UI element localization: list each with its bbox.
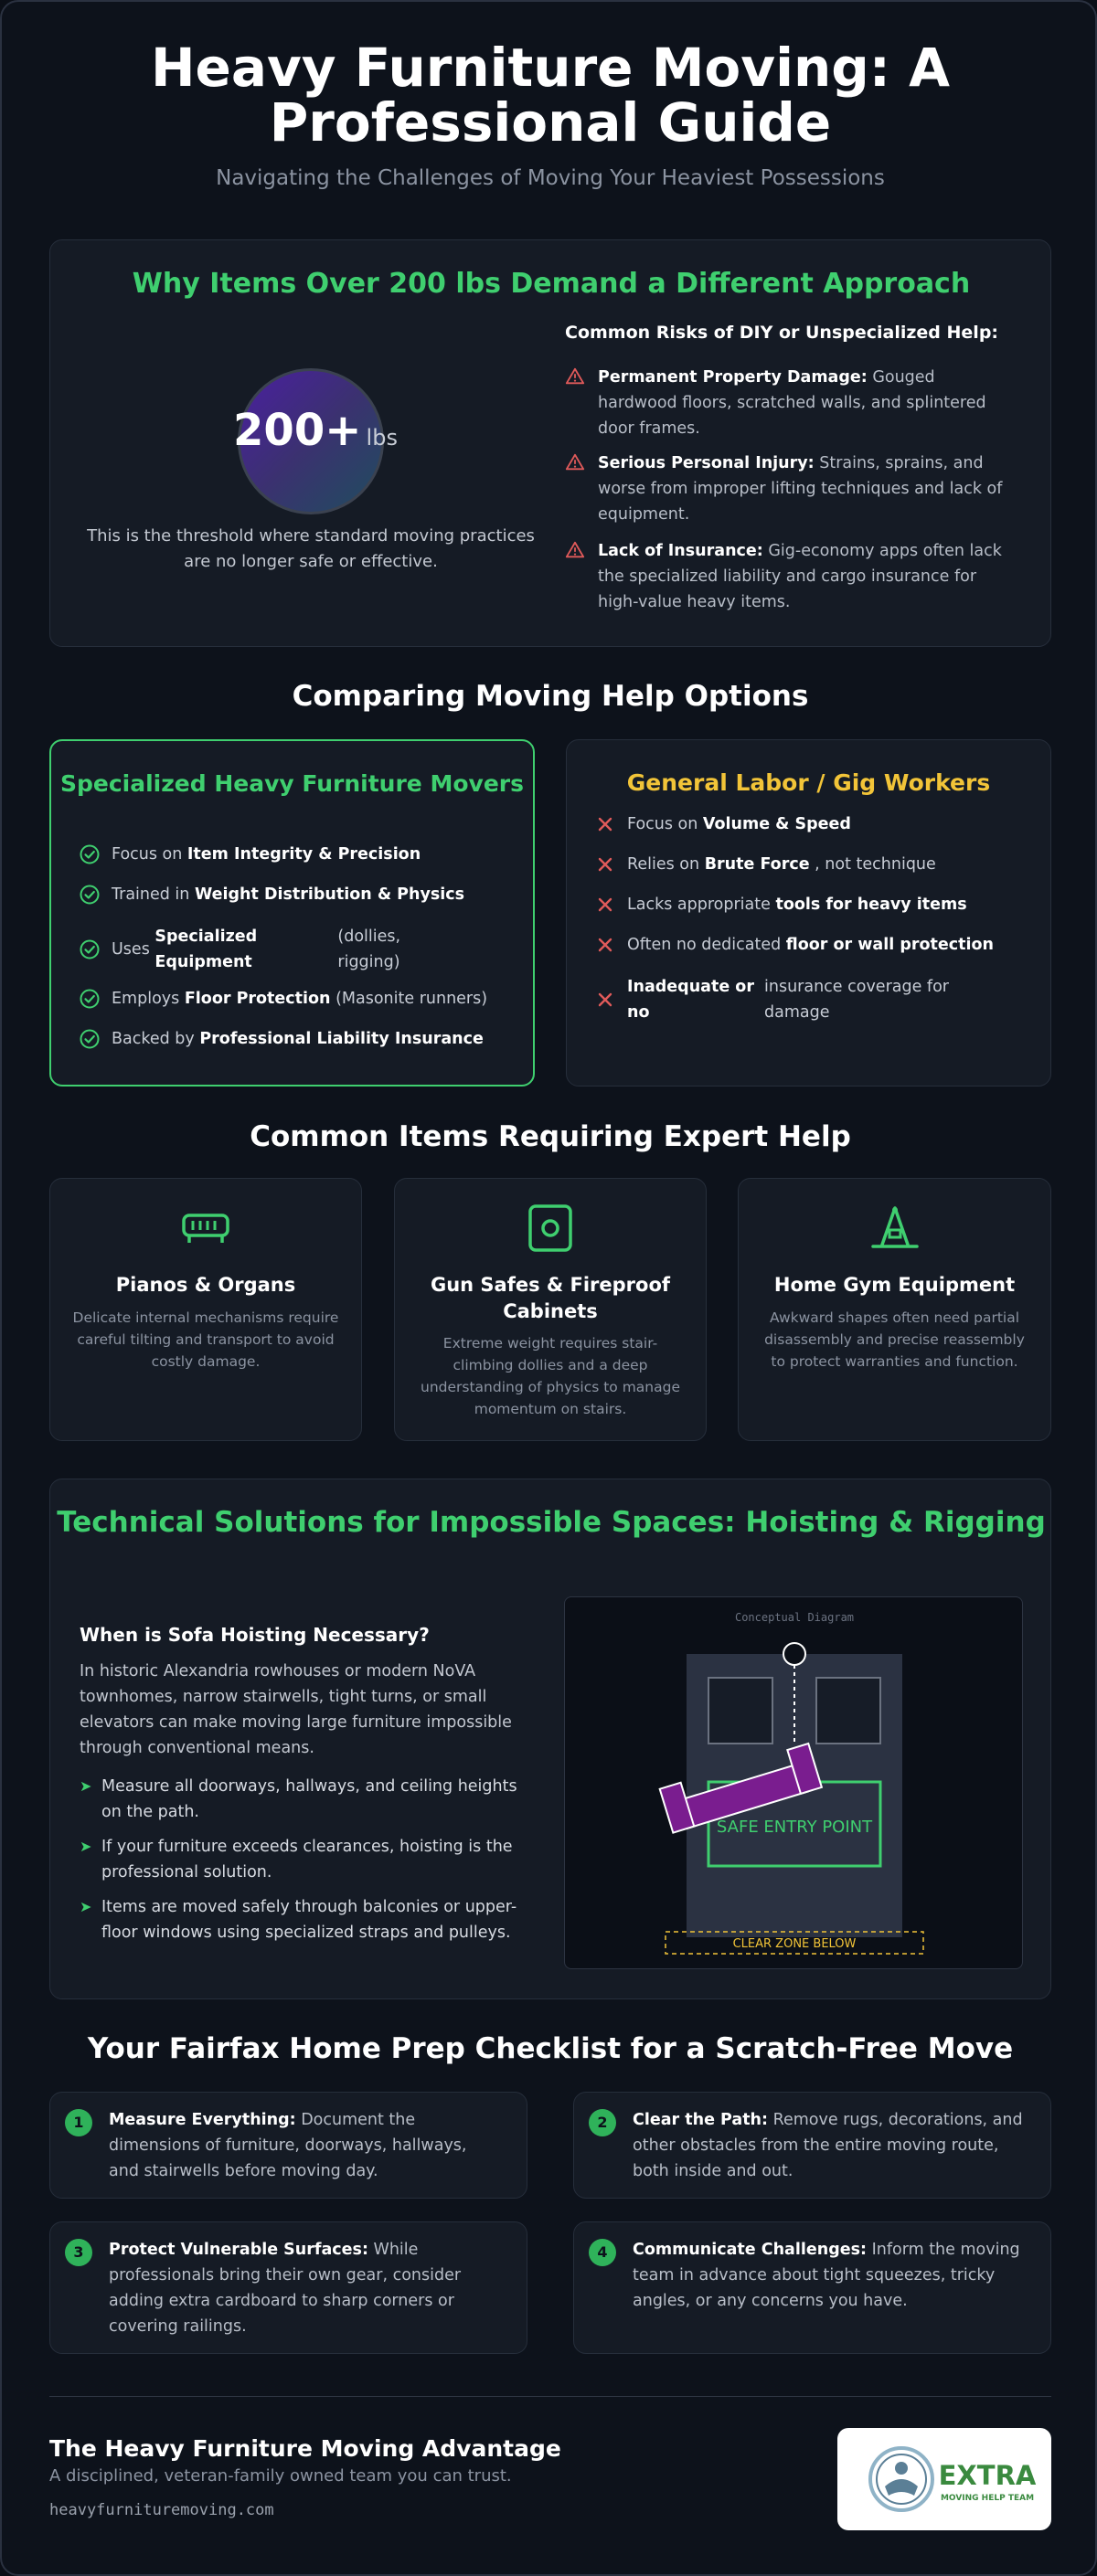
specialized-row: Focus on Item Integrity & Precision	[79, 843, 421, 865]
checklist-title: Your Fairfax Home Prep Checklist for a S…	[87, 2032, 1014, 2065]
risk-text: Permanent Property Damage: Gouged hardwo…	[598, 368, 986, 438]
general-row: Often no dedicated floor or wall protect…	[594, 934, 994, 956]
check-circle-icon	[80, 1029, 100, 1049]
hoisting-paragraph: In historic Alexandria rowhouses or mode…	[80, 1662, 512, 1757]
step-number: 4	[589, 2239, 616, 2266]
hoisting-diagram: Conceptual Diagram SAFE ENTRY POINT CLEA…	[564, 1596, 1023, 1969]
footer-divider	[49, 2396, 1051, 2397]
general-labor-card: General Labor / Gig Workers Focus on Vol…	[566, 739, 1051, 1087]
risk-item: Permanent Property Damage: Gouged hardwo…	[565, 365, 1022, 441]
hoisting-bullet: ➤ If your furniture exceeds clearances, …	[80, 1834, 537, 1885]
general-row: Relies on Brute Force , not technique	[594, 853, 936, 875]
general-row: Focus on Volume & Speed	[594, 813, 851, 835]
weight-stat-number: 200+	[233, 405, 362, 456]
arrow-icon: ➤	[80, 1777, 92, 1795]
item-title: Home Gym Equipment	[773, 1274, 1016, 1296]
diagram-caption: Conceptual Diagram	[735, 1611, 854, 1624]
compare-title: Comparing Moving Help Options	[292, 680, 809, 713]
warning-icon	[565, 367, 585, 385]
item-description: Delicate internal mechanisms require car…	[72, 1309, 339, 1370]
hoisting-question: When is Sofa Hoisting Necessary?	[80, 1624, 430, 1646]
safe-icon	[395, 1203, 706, 1257]
step-number: 3	[65, 2239, 92, 2266]
items-title: Common Items Requiring Expert Help	[250, 1120, 851, 1153]
warning-icon	[565, 453, 585, 471]
why-section: Why Items Over 200 lbs Demand a Differen…	[49, 239, 1051, 647]
checklist-step: 2 Clear the Path: Remove rugs, decoratio…	[573, 2092, 1051, 2199]
pulley-icon	[783, 1642, 806, 1666]
general-row: Inadequate or no insurance coverage for …	[594, 974, 965, 1025]
step-number: 2	[589, 2109, 616, 2136]
specialized-row: Trained in Weight Distribution & Physics	[79, 884, 464, 906]
risk-item: Serious Personal Injury: Strains, sprain…	[565, 451, 1022, 527]
item-card-gym: Home Gym Equipment Awkward shapes often …	[738, 1178, 1051, 1441]
checklist-step: 1 Measure Everything: Document the dimen…	[49, 2092, 527, 2199]
item-title: Gun Safes & Fireproof Cabinets	[430, 1274, 671, 1322]
warning-icon	[565, 541, 585, 558]
gym-equipment-icon	[739, 1203, 1050, 1257]
x-icon	[598, 992, 612, 1007]
svg-text:MOVING HELP TEAM: MOVING HELP TEAM	[941, 2494, 1034, 2503]
window-right	[815, 1677, 881, 1744]
arrow-icon: ➤	[80, 1898, 92, 1915]
step-number: 1	[65, 2109, 92, 2136]
check-circle-icon	[80, 844, 100, 864]
checklist-step: 3 Protect Vulnerable Surfaces: While pro…	[49, 2221, 527, 2354]
company-logo: EXTRA MOVING HELP TEAM	[837, 2428, 1051, 2530]
step-text: Protect Vulnerable Surfaces: While profe…	[109, 2241, 462, 2336]
x-icon	[598, 897, 612, 912]
item-description: Extreme weight requires stair-climbing d…	[421, 1335, 680, 1417]
hoisting-bullet: ➤ Measure all doorways, hallways, and ce…	[80, 1774, 537, 1825]
svg-text:EXTRA: EXTRA	[939, 2460, 1037, 2491]
piano-icon	[50, 1203, 361, 1254]
footer-url[interactable]: heavyfurnituremoving.com	[49, 2501, 274, 2519]
x-icon	[598, 938, 612, 952]
risks-heading: Common Risks of DIY or Unspecialized Hel…	[565, 323, 999, 343]
footer-title: The Heavy Furniture Moving Advantage	[49, 2435, 561, 2462]
sofa-icon	[658, 1742, 824, 1834]
risk-text: Serious Personal Injury: Strains, sprain…	[598, 454, 1003, 524]
footer-subtitle: A disciplined, veteran-family owned team…	[49, 2466, 512, 2486]
check-circle-icon	[80, 939, 100, 959]
hoisting-section: Technical Solutions for Impossible Space…	[49, 1479, 1051, 1999]
safe-entry-label: SAFE ENTRY POINT	[717, 1818, 873, 1837]
clear-zone-label: CLEAR ZONE BELOW	[733, 1937, 857, 1951]
step-text: Communicate Challenges: Inform the movin…	[633, 2241, 1020, 2310]
page-title: Heavy Furniture Moving: A Professional G…	[150, 37, 951, 154]
general-row: Lacks appropriate tools for heavy items	[594, 894, 967, 916]
x-icon	[598, 817, 612, 832]
risk-item: Lack of Insurance: Gig-economy apps ofte…	[565, 538, 1022, 615]
item-description: Awkward shapes often need partial disass…	[764, 1309, 1025, 1370]
checklist-step: 4 Communicate Challenges: Inform the mov…	[573, 2221, 1051, 2354]
weight-stat-unit: lbs	[366, 425, 398, 451]
window-left	[708, 1677, 773, 1744]
check-circle-icon	[80, 885, 100, 905]
step-text: Measure Everything: Document the dimensi…	[109, 2111, 467, 2180]
item-title: Pianos & Organs	[115, 1274, 296, 1296]
x-icon	[598, 857, 612, 872]
page-subtitle: Navigating the Challenges of Moving Your…	[216, 166, 885, 190]
general-title: General Labor / Gig Workers	[626, 769, 991, 796]
weight-stat: 200+ lbs	[224, 405, 407, 456]
risk-text: Lack of Insurance: Gig-economy apps ofte…	[598, 542, 1002, 611]
item-card-safes: Gun Safes & Fireproof Cabinets Extreme w…	[394, 1178, 707, 1441]
weight-circle	[238, 368, 384, 514]
hoisting-bullet: ➤ Items are moved safely through balconi…	[80, 1894, 537, 1945]
step-text: Clear the Path: Remove rugs, decorations…	[633, 2111, 1023, 2180]
specialized-movers-card: Specialized Heavy Furniture Movers Focus…	[49, 739, 535, 1087]
hoisting-title: Technical Solutions for Impossible Space…	[57, 1506, 1046, 1539]
threshold-text: This is the threshold where standard mov…	[87, 526, 535, 571]
check-circle-icon	[80, 989, 100, 1009]
why-title: Why Items Over 200 lbs Demand a Differen…	[132, 268, 971, 300]
item-card-pianos: Pianos & Organs Delicate internal mechan…	[49, 1178, 362, 1441]
specialized-row: Employs Floor Protection (Masonite runne…	[79, 988, 487, 1010]
specialized-row: Uses Specialized Equipment (dollies, rig…	[79, 924, 508, 975]
specialized-row: Backed by Professional Liability Insuran…	[79, 1028, 484, 1050]
arrow-icon: ➤	[80, 1838, 92, 1855]
specialized-title: Specialized Heavy Furniture Movers	[60, 770, 524, 797]
